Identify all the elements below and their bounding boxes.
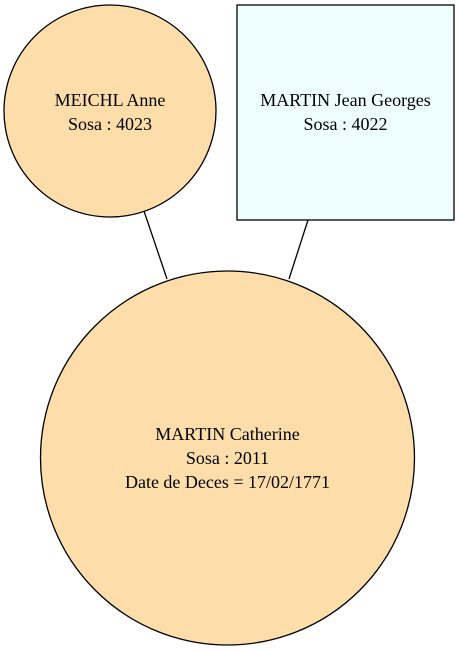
node-mother[interactable]: MEICHL Anne Sosa : 4023 <box>3 4 217 218</box>
edge-mother-to-child <box>143 210 168 280</box>
node-child[interactable]: MARTIN Catherine Sosa : 2011 Date de Dec… <box>39 270 416 646</box>
node-father-shape <box>236 4 455 221</box>
node-father[interactable]: MARTIN Jean Georges Sosa : 4022 <box>236 4 455 221</box>
node-mother-sosa: Sosa : 4023 <box>68 114 152 134</box>
node-father-name: MARTIN Jean Georges <box>260 90 431 110</box>
node-mother-shape <box>3 4 217 218</box>
node-child-name: MARTIN Catherine <box>155 424 299 444</box>
node-father-sosa: Sosa : 4022 <box>303 114 387 134</box>
node-child-shape <box>39 270 416 646</box>
node-child-sosa: Sosa : 2011 <box>186 448 269 468</box>
node-mother-name: MEICHL Anne <box>55 90 166 110</box>
edge-father-to-child <box>288 219 309 280</box>
node-child-death: Date de Deces = 17/02/1771 <box>125 472 330 492</box>
